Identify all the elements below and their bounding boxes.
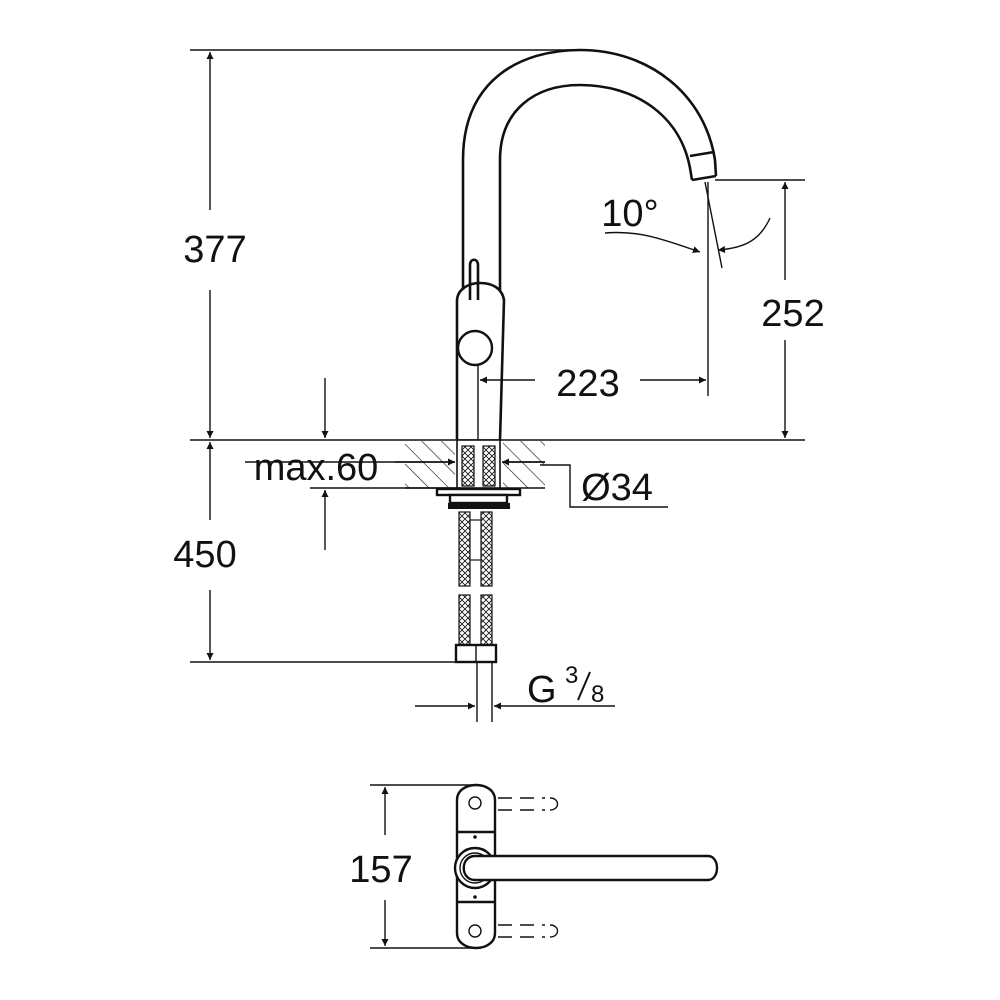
dimension-label-157: 157 [349,849,412,891]
thread-label-denominator: 8 [591,681,604,708]
dimension-377: 377 [183,52,247,438]
faucet-body [455,258,506,441]
dimension-thread-g38: G 3 8 [415,662,615,711]
dimension-angle-10: 10° [601,181,771,269]
dimension-label-450: 450 [173,534,236,576]
dimension-label-angle: 10° [601,193,658,235]
dimension-252: 252 [761,182,825,438]
dimension-label-diameter: Ø34 [581,467,653,509]
dimension-label-max-60: max.60 [254,447,379,489]
dimension-max-60: max.60 [245,378,545,550]
thread-label-numerator: 3 [565,662,578,689]
faucet-spout [461,48,718,290]
dimension-diameter-34: Ø34 [540,464,668,509]
reference-lines [190,49,805,663]
dimension-223: 223 [480,182,709,405]
supply-hoses [454,511,498,722]
dimension-450: 450 [173,442,237,660]
dimension-label-377: 377 [183,229,246,271]
top-view-handle [370,783,719,950]
lever-knob [456,329,494,367]
thread-label-g: G [527,669,557,711]
countertop-section [405,439,545,509]
dimension-label-223: 223 [556,363,619,405]
dimension-157: 157 [349,787,413,946]
dimension-label-252: 252 [761,293,824,335]
